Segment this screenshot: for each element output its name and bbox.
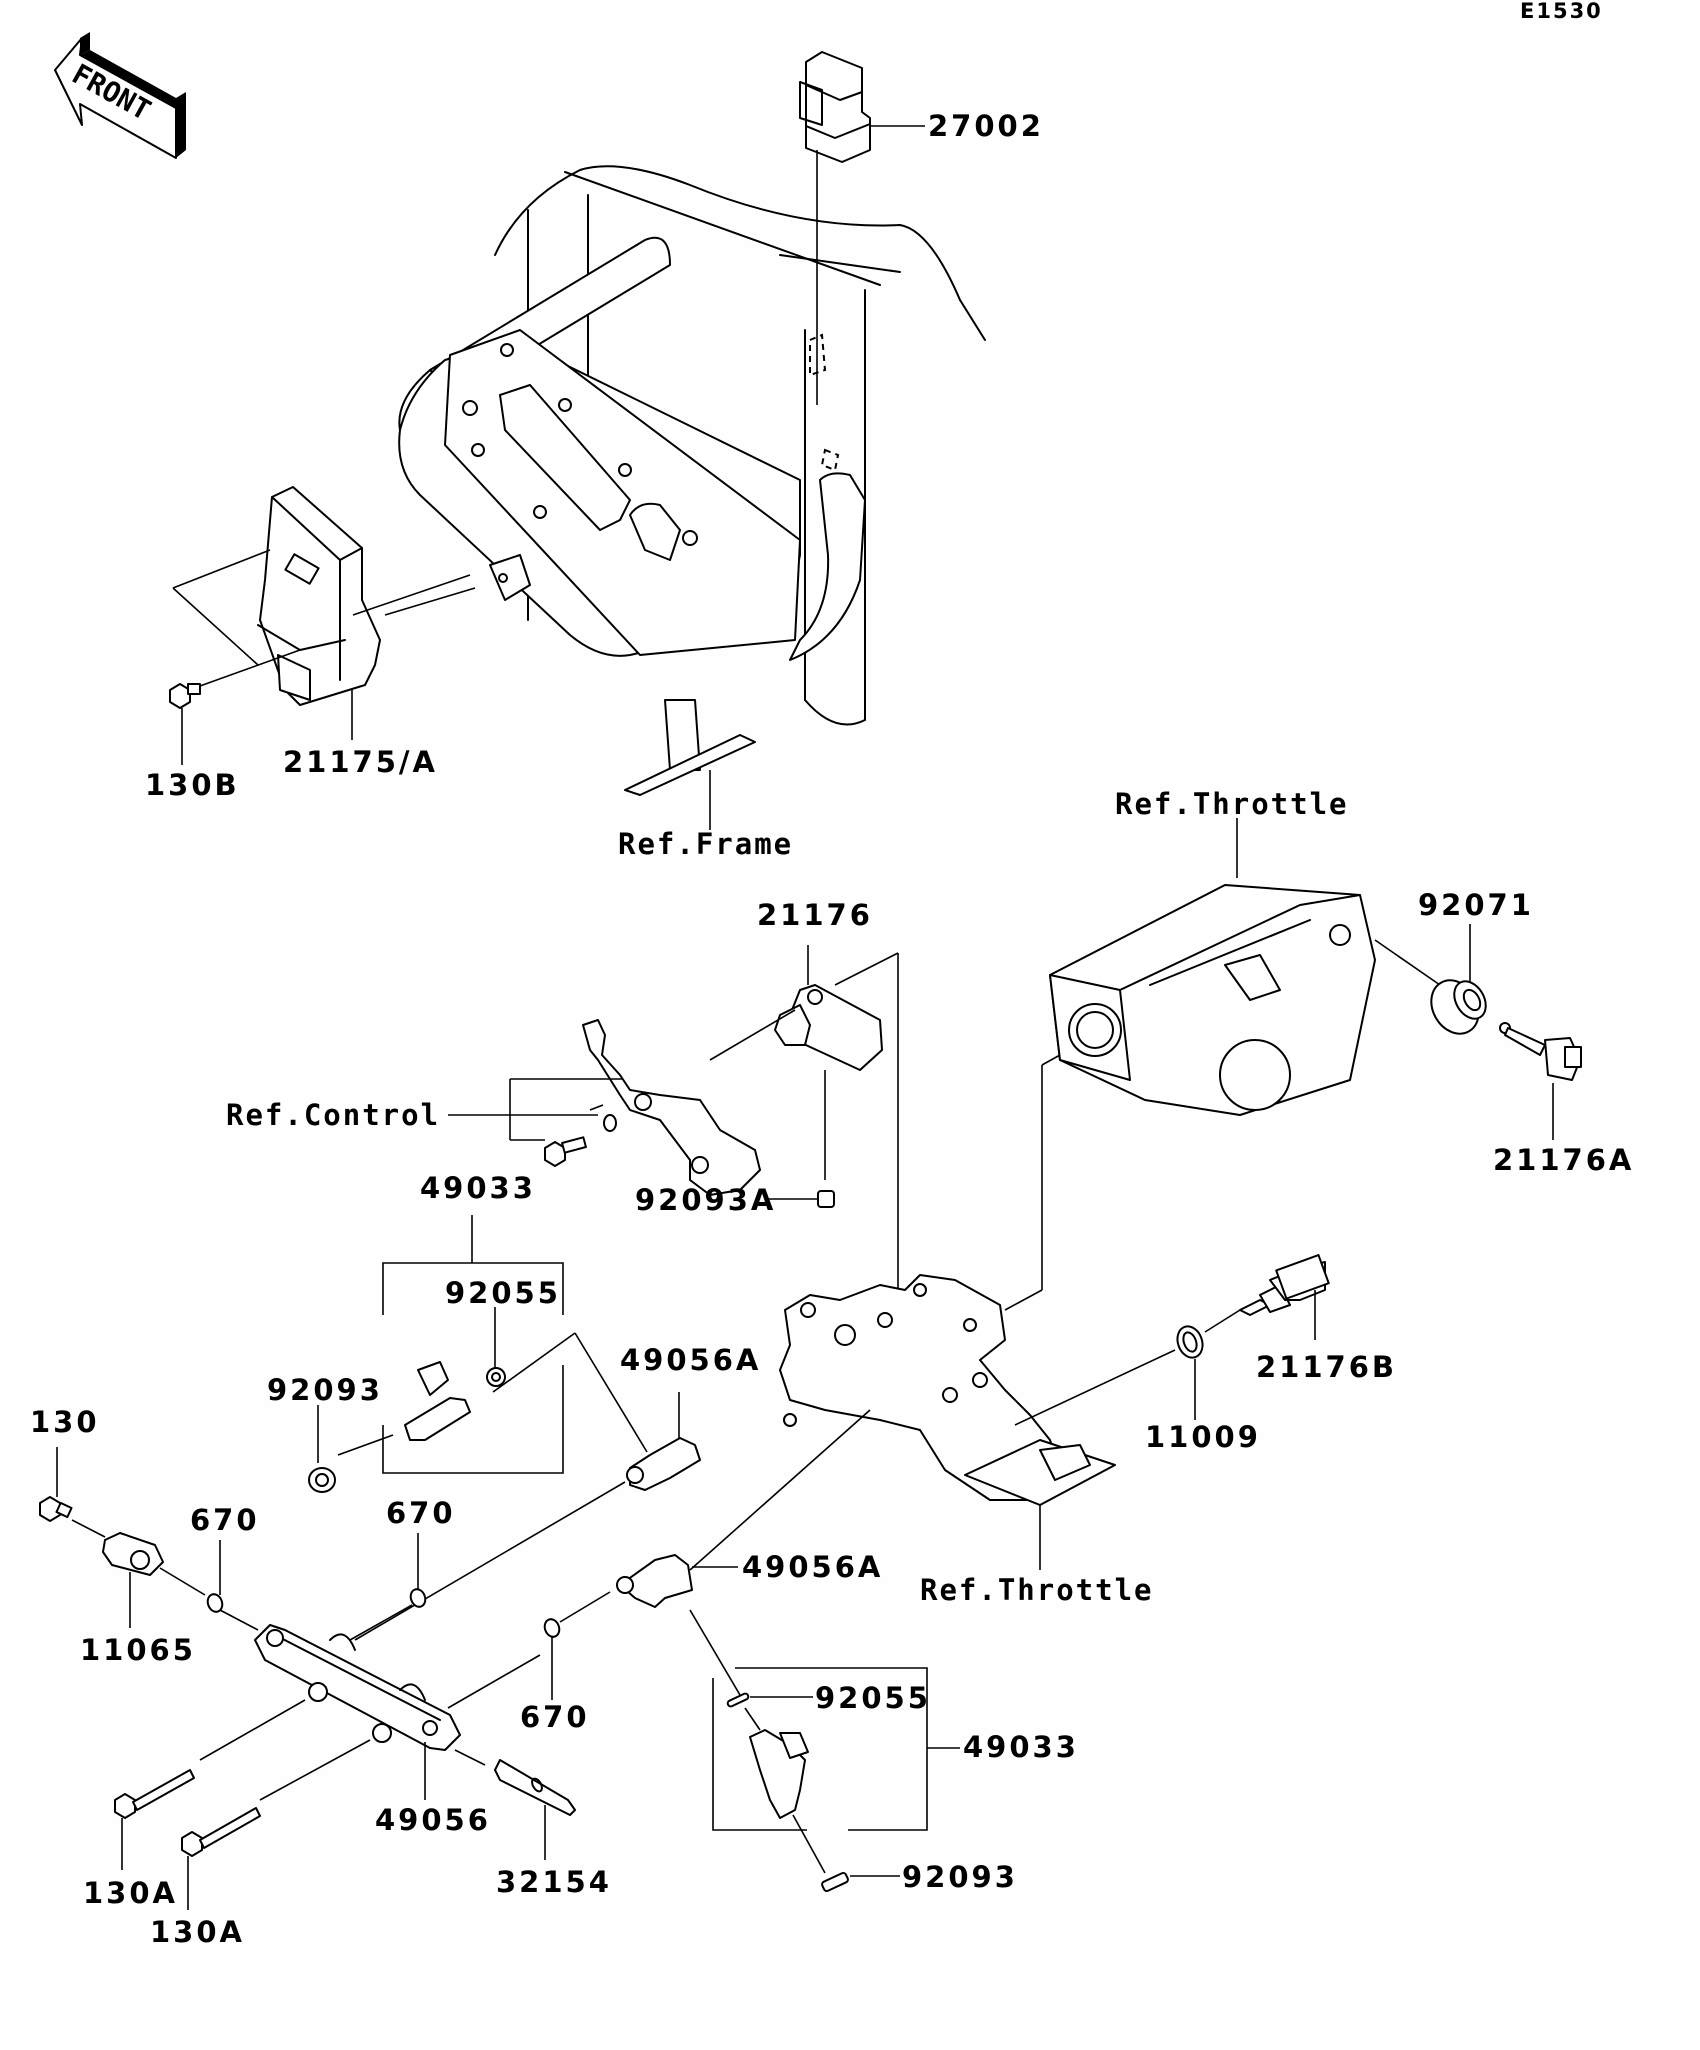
label-670-c: 670 [520,1700,590,1734]
label-32154: 32154 [496,1865,612,1899]
part-92071-grommet[interactable] [1422,924,1492,1042]
label-49056A-top: 49056A [620,1343,761,1377]
label-21176: 21176 [757,898,873,932]
part-49056A-bottom[interactable] [616,1554,741,1696]
label-92093-top: 92093 [267,1373,383,1407]
part-92055-oring-top[interactable] [486,1367,506,1387]
part-130B-bolt[interactable] [169,649,301,765]
label-ref-control: Ref.Control [226,1098,440,1132]
part-49033-injector-bottom[interactable] [749,1729,809,1819]
label-27002: 27002 [928,109,1044,143]
control-bracket [448,1019,761,1196]
injector-group-bottom [712,1667,960,1874]
label-21176A: 21176A [1493,1143,1634,1177]
label-92093-bottom: 92093 [902,1860,1018,1894]
part-670-oring-c[interactable] [542,1591,611,1700]
label-ref-throttle-bottom: Ref.Throttle [920,1573,1154,1607]
part-92093-seal-top[interactable] [308,1467,336,1493]
label-ref-throttle-top: Ref.Throttle [1115,787,1349,821]
label-130A-a: 130A [83,1876,178,1910]
intake-manifold [689,1054,1176,1571]
diagram-code: E1530 [1520,0,1603,23]
label-670-a: 670 [190,1503,260,1537]
part-130A-bolt-a[interactable] [114,1769,195,1870]
part-49056-fuel-rail[interactable] [199,1624,541,1801]
label-130B: 130B [145,768,240,802]
part-92055-oring-bottom[interactable] [726,1692,813,1708]
throttle-body-top [1049,818,1441,1116]
label-92093A: 92093A [635,1183,776,1217]
label-130: 130 [30,1405,100,1439]
label-21175A: 21175/A [283,745,438,779]
part-21176A-sensor[interactable] [1499,1022,1582,1140]
label-21176B: 21176B [1256,1350,1397,1384]
label-49056: 49056 [375,1803,491,1837]
label-49056A-bottom: 49056A [742,1550,883,1584]
label-ref-frame: Ref.Frame [618,827,793,861]
part-670-oring-b[interactable] [349,1533,428,1641]
part-130A-bolt-b[interactable] [181,1807,261,1910]
label-49033-top: 49033 [420,1171,536,1205]
vehicle-frame [384,165,986,830]
part-32154-pipe[interactable] [494,1759,576,1860]
label-11065: 11065 [80,1633,196,1667]
part-21176-sensor[interactable] [709,945,899,1300]
part-130-bolt[interactable] [39,1447,106,1538]
label-92071: 92071 [1418,888,1534,922]
part-11009-washer[interactable] [1173,1309,1241,1420]
label-49033-bottom: 49033 [963,1730,1079,1764]
label-11009: 11009 [1145,1420,1261,1454]
front-arrow-icon: FRONT [54,32,186,159]
part-49056A-top[interactable] [354,1392,701,1641]
part-21175A-ecu[interactable] [172,486,471,740]
part-92093-seal-bottom[interactable] [821,1871,900,1893]
label-92055-top: 92055 [445,1276,561,1310]
part-92093A-nut[interactable] [765,1190,835,1208]
part-49033-injector-top[interactable] [404,1361,471,1441]
label-130A-b: 130A [150,1915,245,1949]
part-11065-holder[interactable] [102,1532,206,1628]
part-670-oring-a[interactable] [205,1540,259,1631]
part-21176B-sensor[interactable] [1239,1254,1330,1340]
label-670-b: 670 [386,1496,456,1530]
injector-group-top [317,1215,648,1474]
part-27002-relay[interactable] [799,51,925,405]
label-92055-bottom: 92055 [815,1681,931,1715]
